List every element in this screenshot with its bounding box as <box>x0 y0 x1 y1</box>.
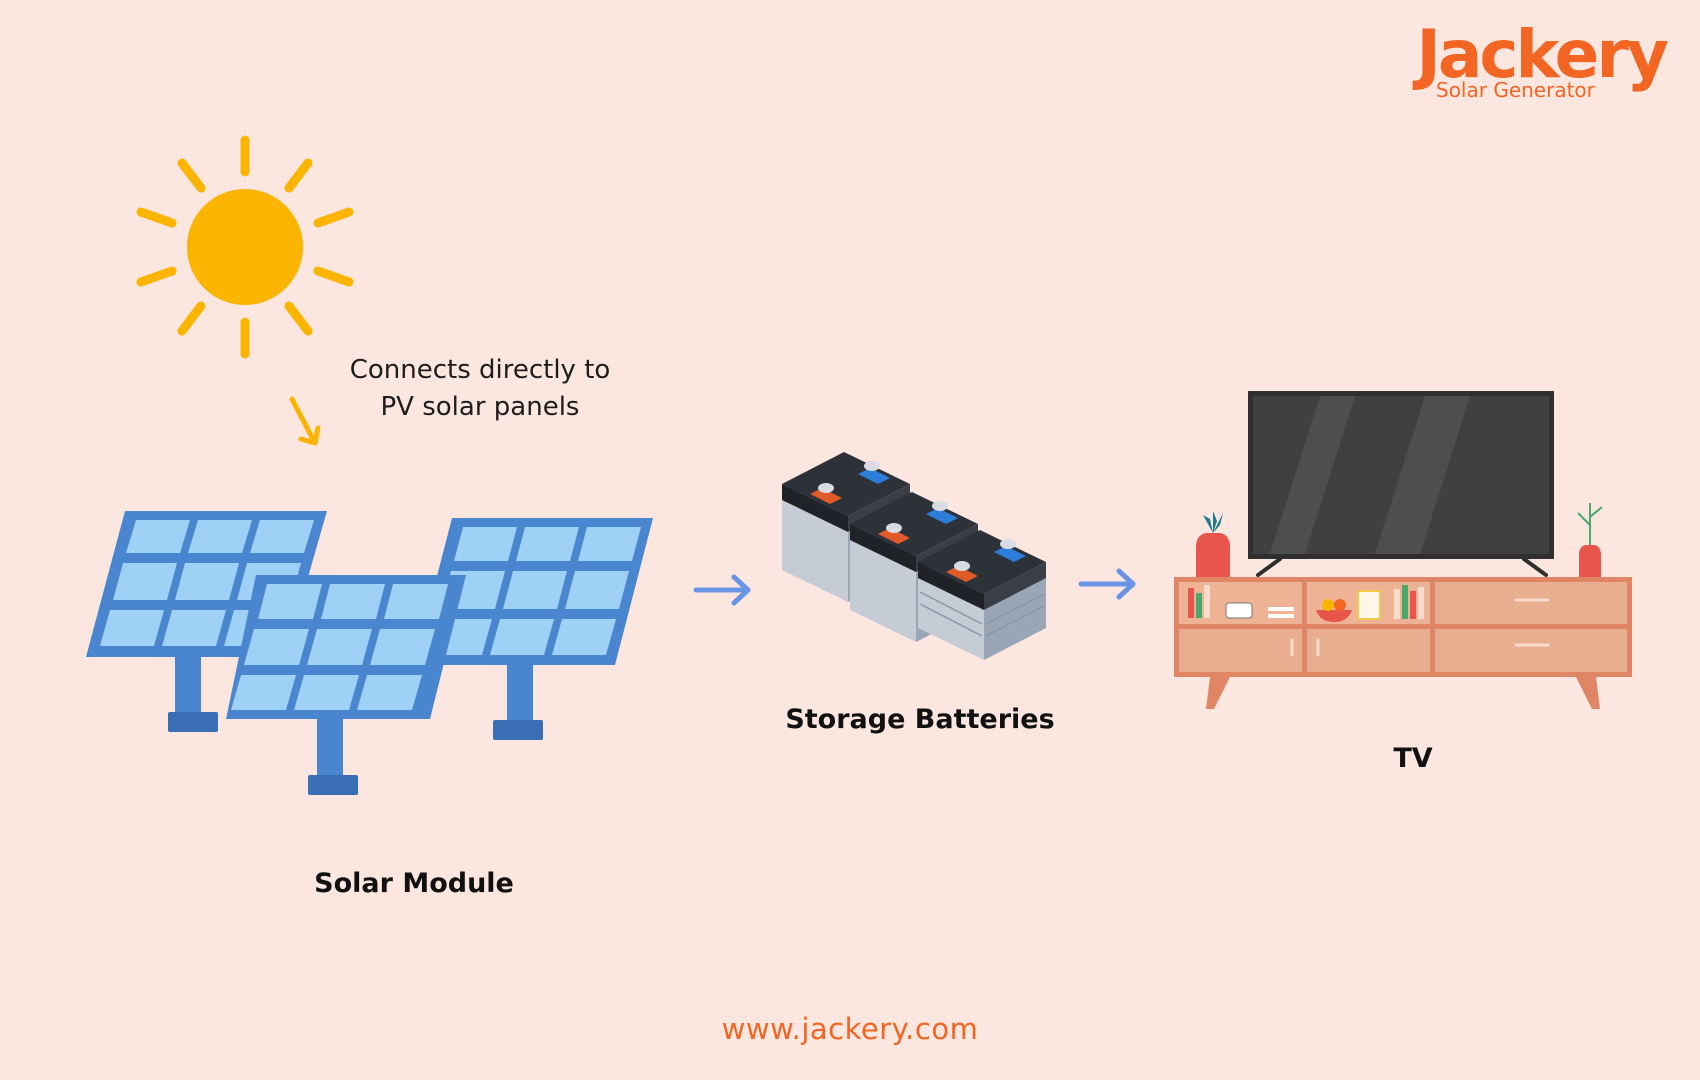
tv-label: TV <box>1393 743 1433 774</box>
sun-icon <box>136 135 354 359</box>
sun-arrow-icon <box>289 396 321 446</box>
arrow-right-icon <box>1078 568 1136 600</box>
batteries-icon <box>782 452 1046 660</box>
tv-icon <box>1174 391 1632 709</box>
caption-line-2: PV solar panels <box>380 392 580 422</box>
brand-name: Jackery <box>1416 16 1669 93</box>
solar-panel-front <box>226 575 466 795</box>
caption-line-1: Connects directly to <box>349 355 611 385</box>
connection-caption: Connects directly to PV solar panels <box>330 352 630 426</box>
storage-batteries-label: Storage Batteries <box>785 704 1055 735</box>
solar-panels-icon <box>86 511 653 795</box>
brand-logo: Jackery Solar Generator <box>1406 16 1669 112</box>
website-link[interactable]: www.jackery.com <box>721 1012 979 1046</box>
battery-3 <box>918 530 1046 660</box>
solar-module-label: Solar Module <box>314 868 514 899</box>
brand-subtitle: Solar Generator <box>1436 78 1595 102</box>
arrow-right-icon <box>693 574 751 606</box>
